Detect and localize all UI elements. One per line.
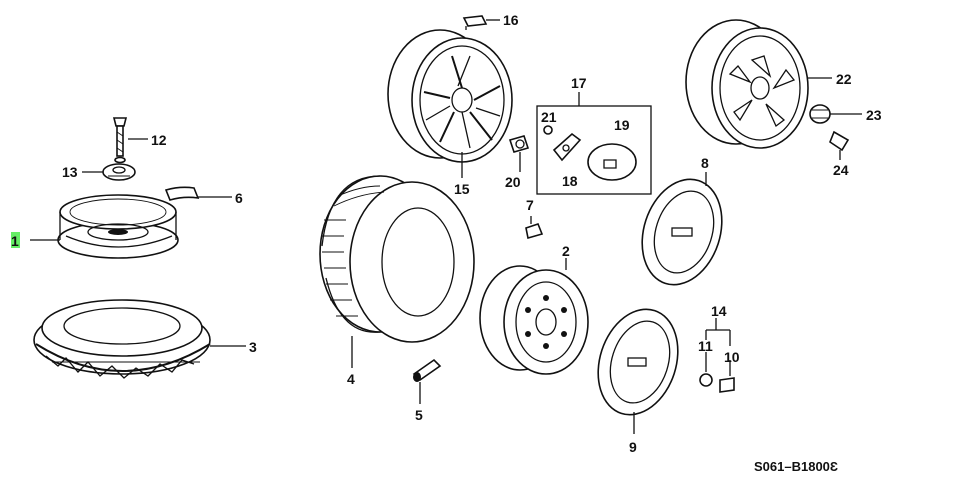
callout-13: 13 (62, 164, 78, 180)
callout-17: 17 (571, 75, 587, 91)
wheel-cover-9-part (597, 308, 679, 416)
nut-10-part (719, 377, 735, 393)
callout-7: 7 (526, 197, 534, 213)
callout-23: 23 (866, 107, 882, 123)
callout-21: 21 (541, 109, 557, 125)
callout-5: 5 (415, 407, 423, 423)
wheel-cover-8-part (641, 178, 723, 286)
highlight-callout-1 (11, 232, 20, 248)
spare-wheel-part (57, 194, 179, 259)
callout-12: 12 (151, 132, 167, 148)
callout-2: 2 (562, 243, 570, 259)
alloy-wheel-15-part (387, 29, 513, 163)
callout-15: 15 (454, 181, 470, 197)
diagram-code: S061–B1800Ɛ (754, 459, 838, 474)
callout-22: 22 (836, 71, 852, 87)
callout-10: 10 (724, 349, 740, 365)
alloy-wheel-22-part (685, 19, 809, 149)
spare-tire-part (33, 299, 211, 379)
clip-part (462, 15, 488, 30)
callout-20: 20 (505, 174, 521, 190)
callout-3: 3 (249, 339, 257, 355)
valve-stem-part (412, 358, 442, 382)
bolt-part (112, 117, 128, 164)
nut-11-part (699, 373, 713, 387)
nut-20-part (508, 135, 530, 153)
washer-part (102, 163, 136, 181)
callout-24: 24 (833, 162, 849, 178)
callout-11: 11 (698, 338, 713, 354)
callout-9: 9 (629, 439, 637, 455)
callout-16: 16 (503, 12, 519, 28)
center-cap-kit-part (536, 105, 652, 195)
callout-18: 18 (562, 173, 578, 189)
callout-14: 14 (711, 303, 727, 319)
callout-19: 19 (614, 117, 630, 133)
callout-1: 1 (11, 233, 19, 249)
callout-labels: 1 2 3 4 5 6 7 8 9 10 11 12 13 14 15 16 1… (11, 12, 882, 455)
callout-8: 8 (701, 155, 709, 171)
clip-7-part (525, 223, 544, 240)
tag-part (164, 186, 200, 201)
valve-24-part (829, 130, 850, 152)
leader-lines (30, 19, 862, 434)
tire-part (319, 175, 475, 343)
steel-wheel-part (479, 265, 589, 375)
callout-4: 4 (347, 371, 355, 387)
callout-6: 6 (235, 190, 243, 206)
nut-23-part (809, 104, 831, 124)
